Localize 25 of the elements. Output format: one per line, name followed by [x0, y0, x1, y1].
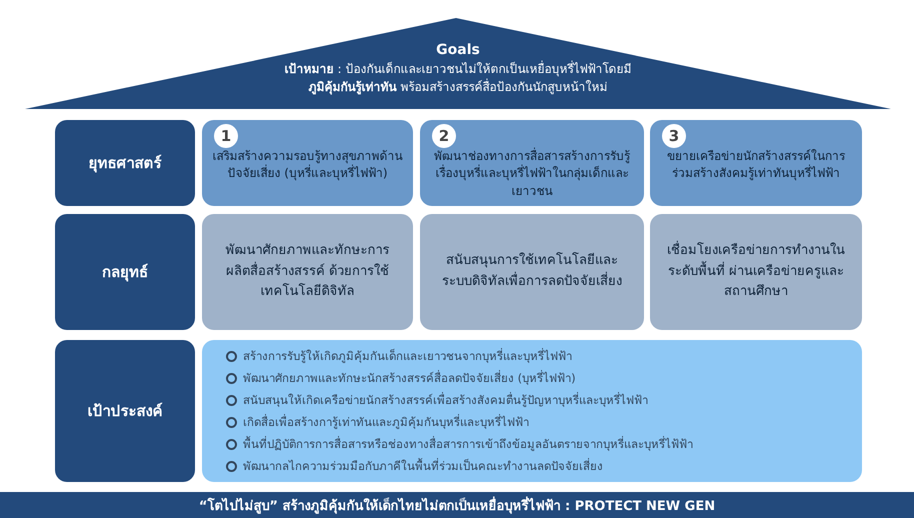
step-number: 1: [214, 124, 238, 148]
objective-text: พัฒนากลไกความร่วมมือกับภาคีในพื้นที่ร่วมเป็นคณะทำงานลดปัจจัยเสี่ยง: [243, 457, 603, 475]
strategy-card: [202, 120, 413, 206]
objectives-panel: [202, 340, 862, 482]
goal-text: เป้าหมาย : ป้องกันเด็กและเยาวชนไม่ให้ตกเป็นเหยื่อบุหรี่ไฟฟ้าโดยมีภูมิคุ้มกันรู้เท่าทัน พร้อมสร้างสรรค์สื่อป้องกันนักสูบหน้าใหม่: [284, 60, 632, 96]
step-number: 2: [432, 124, 456, 148]
objective-text: สนับสนุนให้เกิดเครือข่ายนักสร้างสรรค์เพื่อสร้างสังคมตื่นรู้ปัญหาบุหรี่และบุหรี่ไฟฟ้า: [243, 391, 648, 409]
strategy-card: [420, 120, 644, 206]
tactic-card: พัฒนาศักยภาพและทักษะการผลิตสื่อสร้างสรรค์ ด้วยการใช้เทคโนโลยีดิจิทัล: [202, 214, 413, 330]
tactic-card: สนับสนุนการใช้เทคโนโลยีและระบบดิจิทัลเพื่อการลดปัจจัยเสี่ยง: [420, 214, 644, 330]
objective-text: เกิดสื่อเพื่อสร้างการู้เท่าทันและภูมิคุ้มกันบุหรี่และบุหรี่ไฟฟ้า: [243, 413, 529, 431]
objective-text: พัฒนาศักยภาพและทักษะนักสร้างสรรค์สื่อลดปัจจัยเสี่ยง (บุหรี่ไฟฟ้า): [243, 369, 576, 387]
strategy-card: [650, 120, 862, 206]
objective-text: สร้างการรับรู้ให้เกิดภูมิคุ้มกันเด็กและเยาวชนจากบุหรี่และบุหรี่ไฟฟ้า: [243, 347, 572, 365]
step-number: 3: [662, 124, 686, 148]
row-header: เป้าประสงค์: [55, 340, 195, 482]
strategy-text: ขยายเครือข่ายนักสร้างสรรค์ในการร่วมสร้างสังคมรู้เท่าทันบุหรี่ไฟฟ้า: [666, 148, 846, 182]
tactic-card: เชื่อมโยงเครือข่ายการทำงานในระดับพื้นที่ ผ่านเครือข่ายครูและสถานศึกษา: [650, 214, 862, 330]
footer-bar: “โตไปไม่สูบ” สร้างภูมิคุ้มกันให้เด็กไทยไม่ตกเป็นเหยื่อบุหรี่ไฟฟ้า : PROTECT NEW GEN: [0, 492, 914, 518]
strategy-text: พัฒนาช่องทางการสื่อสารสร้างการรับรู้เรื่องบุหรี่และบุหรี่ไฟฟ้าในกลุ่มเด็กและเยาวชน: [433, 148, 631, 200]
row-header: ยุทธศาสตร์: [55, 120, 195, 206]
row-header: กลยุทธ์: [55, 214, 195, 330]
goals-heading: Goals: [436, 42, 480, 58]
strategy-text: เสริมสร้างความรอบรู้ทางสุขภาพด้านปัจจัยเสี่ยง (บุหรี่และบุหรี่ไฟฟ้า): [212, 148, 404, 182]
objective-text: พื้นที่ปฏิบัติการการสื่อสารหรือช่องทางสื่อสารการเข้าถึงข้อมูลอันตรายจากบุหรี่และบุหรี่ไฟ้ฟ้า: [243, 435, 693, 453]
